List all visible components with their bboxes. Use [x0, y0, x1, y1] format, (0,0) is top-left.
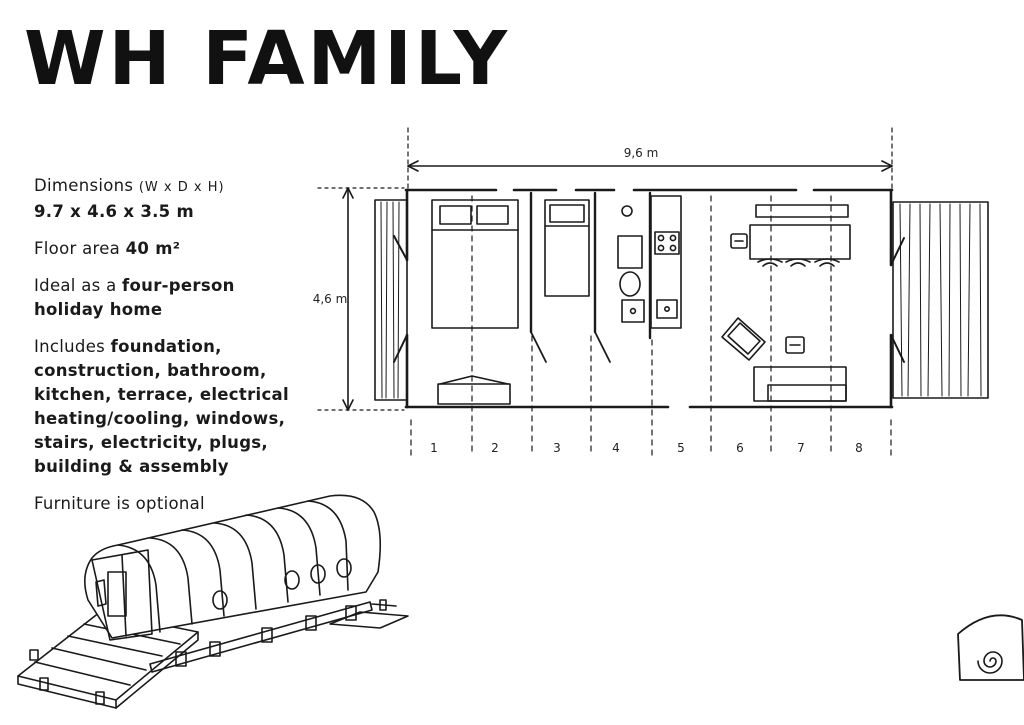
spiral-icon: [977, 651, 1003, 674]
floor-area-spec: Floor area 40 m²: [34, 237, 314, 261]
dining-area: [730, 204, 851, 267]
bedroom-doors: [530, 331, 611, 363]
module-grid: [410, 195, 892, 456]
width-label: 9,6 m: [624, 146, 659, 160]
dimensions-label: Dimensions: [34, 176, 134, 195]
page-title: WH FAMILY: [24, 16, 511, 102]
house-body: [84, 494, 382, 639]
module-number: 7: [797, 441, 805, 455]
partitions: [529, 191, 652, 340]
dimensions-value: 9.7 x 4.6 x 3.5 m: [34, 202, 194, 221]
includes-spec: Includes foundation, construction, bathr…: [34, 335, 314, 479]
includes-line: heating/cooling, windows,: [34, 409, 286, 428]
dimensions-axes: (W x D x H): [138, 180, 225, 195]
depth-dimension: [317, 187, 405, 411]
module-number: 8: [855, 441, 863, 455]
includes-line: kitchen, terrace, electrical: [34, 385, 289, 404]
includes-line: building & assembly: [34, 457, 229, 476]
left-terrace: [374, 199, 408, 401]
front-deck: [17, 611, 199, 709]
specifications: Dimensions (W x D x H) 9.7 x 4.6 x 3.5 m…: [34, 174, 314, 529]
depth-label: 4,6 m: [313, 292, 348, 306]
foundation: [149, 601, 373, 673]
module-number: 6: [736, 441, 744, 455]
house-sketch: [17, 494, 409, 709]
ideal-prefix: Ideal as a: [34, 276, 117, 295]
includes-label: Includes: [34, 337, 106, 356]
floor-area-value: 40 m²: [125, 239, 181, 258]
includes-line: stairs, electricity, plugs,: [34, 433, 268, 452]
module-number: 3: [553, 441, 561, 455]
back-deck: [329, 599, 409, 629]
floor-plan: 9,6 m 4,6 m: [313, 127, 989, 456]
module-number: 5: [677, 441, 685, 455]
furniture-note: Furniture is optional: [34, 494, 205, 513]
includes-line: construction, bathroom,: [34, 361, 267, 380]
width-dimension: [407, 127, 893, 189]
ideal-value-line2: holiday home: [34, 300, 163, 319]
module-numbers: 1 2 3 4 5 6 7 8: [430, 441, 863, 455]
double-bed: [431, 199, 519, 329]
kitchen-counter: [650, 195, 682, 329]
module-number: 1: [430, 441, 438, 455]
dimensions-spec: Dimensions (W x D x H) 9.7 x 4.6 x 3.5 m: [34, 174, 314, 224]
ideal-use-spec: Ideal as a four-person holiday home: [34, 274, 314, 322]
house-ribs: [117, 500, 349, 633]
single-bed: [544, 199, 590, 297]
round-windows: [212, 558, 352, 610]
brand-logo: [957, 614, 1024, 681]
end-facade: [91, 549, 153, 641]
bathroom-fixtures: [617, 205, 645, 323]
lounge-area: [721, 317, 847, 402]
includes-line: foundation,: [110, 337, 222, 356]
right-terrace: [892, 201, 989, 399]
module-number: 2: [491, 441, 499, 455]
module-number: 4: [612, 441, 620, 455]
bench: [437, 375, 511, 405]
floor-area-label: Floor area: [34, 239, 121, 258]
ideal-value-line1: four-person: [122, 276, 235, 295]
